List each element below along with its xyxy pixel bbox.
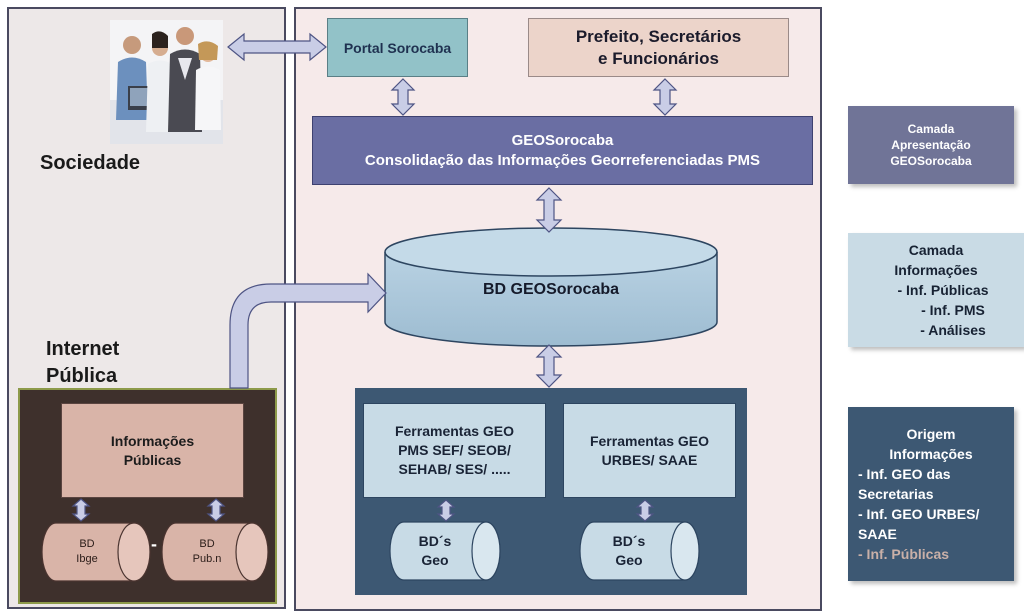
bd-ibge-label: BD Ibge [76, 538, 98, 565]
tool1-bd-arrow [436, 499, 456, 522]
bd-geo-label-1: BD´s Geo [418, 533, 452, 568]
bd-ibge-cylinder [41, 522, 151, 582]
bd-pub-label: BD Pub.n [192, 538, 222, 565]
geosorocaba-box: GEOSorocaba Consolidação das Informações… [312, 116, 813, 185]
bd-geo-cylinder-2 [579, 521, 700, 581]
information-layer-item: - Inf. PMS [921, 302, 985, 318]
portal-geo-arrow [390, 78, 416, 116]
information-origin-label: Origem Informações - Inf. GEO das Secret… [848, 407, 1014, 581]
geo-bd-arrow [535, 187, 563, 233]
info-ibge-arrow [71, 498, 91, 522]
internet-publica-label: Internet Pública [46, 338, 120, 387]
staff-geo-arrow [652, 78, 678, 116]
information-origin-title: Origem Informações [889, 426, 973, 462]
people-photo [110, 20, 223, 144]
db-connector-dash: - [151, 534, 157, 554]
pms-geo-tools-box: Ferramentas GEO PMS SEF/ SEOB/ SEHAB/ SE… [363, 403, 546, 498]
presentation-layer-text: Camada Apresentação GEOSorocaba [890, 122, 972, 168]
urbes-geo-tools-box: Ferramentas GEO URBES/ SAAE [563, 403, 736, 498]
people-photo-image [110, 20, 223, 144]
information-origin-item: - Inf. GEO das Secretarias [858, 466, 951, 502]
bd-geosorocaba-label: BD GEOSorocaba [482, 281, 620, 298]
information-layer-title: Camada Informações [894, 242, 978, 278]
presentation-layer-label: Camada Apresentação GEOSorocaba [848, 106, 1014, 184]
information-layer-item: - Inf. Públicas [897, 282, 989, 298]
people-portal-arrow [227, 32, 327, 62]
information-origin-item: - Inf. Públicas [858, 546, 950, 562]
tool2-bd-arrow [635, 499, 655, 522]
bd-pub-cylinder [161, 522, 269, 582]
info-pub-arrow [206, 498, 226, 522]
bd-geo-cylinder-1 [389, 521, 501, 581]
public-to-bd-arrow [229, 272, 387, 389]
bd-geosorocaba-cylinder [384, 227, 718, 347]
information-layer-label: Camada Informações - Inf. Públicas - Inf… [848, 233, 1024, 347]
information-origin-item: - Inf. GEO URBES/ SAAE [858, 506, 980, 542]
society-label: Sociedade [40, 152, 141, 174]
portal-sorocaba-box: Portal Sorocaba [327, 18, 468, 77]
information-layer-item: - Análises [920, 322, 986, 338]
bd-tools-arrow [535, 344, 563, 388]
public-information-box: Informações Públicas [61, 403, 244, 498]
bd-geo-label-2: BD´s Geo [612, 533, 646, 568]
staff-box: Prefeito, Secretários e Funcionários [528, 18, 789, 77]
